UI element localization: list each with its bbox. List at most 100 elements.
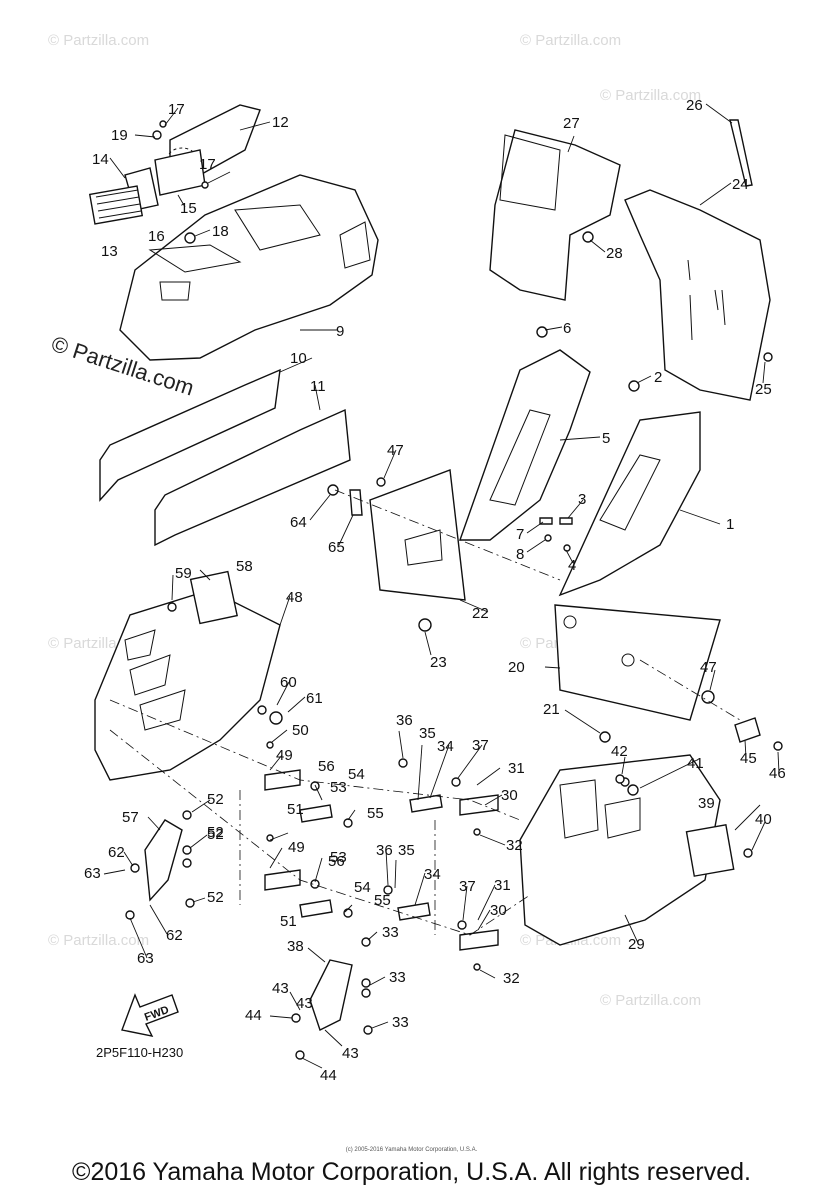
callout-number: 62 bbox=[108, 844, 125, 861]
right-guard bbox=[519, 754, 753, 946]
callout-number: 60 bbox=[280, 674, 297, 691]
callout-number: 37 bbox=[472, 737, 489, 754]
callout-number: 43 bbox=[296, 995, 313, 1012]
callout-number: 48 bbox=[286, 589, 303, 606]
callout-number: 39 bbox=[698, 795, 715, 812]
callout-number: 41 bbox=[687, 755, 704, 772]
callout-number: 34 bbox=[424, 866, 441, 883]
callout-number: 10 bbox=[290, 350, 307, 367]
callout-number: 27 bbox=[563, 115, 580, 132]
callout-number: 47 bbox=[700, 659, 717, 676]
callout-number: 9 bbox=[336, 323, 344, 340]
callout-number: 37 bbox=[459, 878, 476, 895]
callout-number: 33 bbox=[392, 1014, 409, 1031]
rear-panel-assembly bbox=[489, 119, 773, 401]
middle-guards bbox=[459, 326, 701, 597]
callout-number: 36 bbox=[376, 842, 393, 859]
callout-number: 43 bbox=[272, 980, 289, 997]
fwd-arrow: FWD bbox=[121, 993, 179, 1037]
watermark-text: © Partzilla.com bbox=[48, 932, 149, 949]
callout-number: 21 bbox=[543, 701, 560, 718]
callout-number: 2 bbox=[654, 369, 662, 386]
callout-number: 63 bbox=[137, 950, 154, 967]
callout-number: 61 bbox=[306, 690, 323, 707]
callout-number: 62 bbox=[166, 927, 183, 944]
callout-number: 12 bbox=[272, 114, 289, 131]
callout-number: 19 bbox=[111, 127, 128, 144]
center-plate bbox=[327, 469, 466, 632]
callout-number: 22 bbox=[472, 605, 489, 622]
callout-number: 31 bbox=[508, 760, 525, 777]
callout-number: 7 bbox=[516, 526, 524, 543]
callout-number: 52 bbox=[207, 826, 224, 843]
callout-number: 16 bbox=[148, 228, 165, 245]
callout-number: 40 bbox=[755, 811, 772, 828]
callout-number: 50 bbox=[292, 722, 309, 739]
callout-number: 24 bbox=[732, 176, 749, 193]
callout-number: 44 bbox=[320, 1067, 337, 1084]
callout-number: 6 bbox=[563, 320, 571, 337]
callout-number: 29 bbox=[628, 936, 645, 953]
copyright-footer: ©2016 Yamaha Motor Corporation, U.S.A. A… bbox=[72, 1158, 751, 1186]
callout-number: 17 bbox=[199, 156, 216, 173]
watermark-text: © Partzilla.com bbox=[600, 87, 701, 104]
callout-number: 43 bbox=[342, 1045, 359, 1062]
callout-number: 65 bbox=[328, 539, 345, 556]
assembly-lines bbox=[109, 489, 741, 936]
callout-number: 14 bbox=[92, 151, 109, 168]
callout-number: 52 bbox=[207, 791, 224, 808]
callout-number: 64 bbox=[290, 514, 307, 531]
callout-number: 5 bbox=[602, 430, 610, 447]
callout-number: 1 bbox=[726, 516, 734, 533]
callout-number: 30 bbox=[501, 787, 518, 804]
callout-number: 45 bbox=[740, 750, 757, 767]
watermark-text: © Partzilla.com bbox=[48, 32, 149, 49]
callout-number: 34 bbox=[437, 738, 454, 755]
callout-number: 35 bbox=[419, 725, 436, 742]
callout-labels: 1 2 3 4 5 6 7 8 9 10 11 12 13 14 15 16 1… bbox=[84, 97, 786, 1084]
callout-number: 58 bbox=[236, 558, 253, 575]
callout-number: 57 bbox=[122, 809, 139, 826]
callout-number: 44 bbox=[245, 1007, 262, 1024]
callout-number: 36 bbox=[396, 712, 413, 729]
callout-number: 28 bbox=[606, 245, 623, 262]
callout-number: 53 bbox=[330, 779, 347, 796]
callout-number: 30 bbox=[490, 902, 507, 919]
callout-number: 20 bbox=[508, 659, 525, 676]
callout-number: 31 bbox=[494, 877, 511, 894]
callout-number: 38 bbox=[287, 938, 304, 955]
callout-number: 56 bbox=[318, 758, 335, 775]
callout-number: 33 bbox=[389, 969, 406, 986]
callout-number: 42 bbox=[611, 743, 628, 760]
callout-number: 32 bbox=[503, 970, 520, 987]
callout-number: 15 bbox=[180, 200, 197, 217]
fine-print-credit: (c) 2005-2016 Yamaha Motor Corporation, … bbox=[345, 1147, 478, 1153]
callout-number: 56 bbox=[328, 853, 345, 870]
diagram-code: 2P5F110-H230 bbox=[96, 1045, 184, 1060]
callout-number: 25 bbox=[755, 381, 772, 398]
callout-number: 32 bbox=[506, 837, 523, 854]
callout-number: 33 bbox=[382, 924, 399, 941]
callout-number: 52 bbox=[207, 889, 224, 906]
right-plate bbox=[554, 604, 721, 743]
callout-number: 54 bbox=[348, 766, 365, 783]
lower-center-hardware bbox=[291, 717, 783, 1060]
left-guard bbox=[94, 570, 283, 781]
callout-number: 51 bbox=[280, 913, 297, 930]
watermark-text: © Partzilla.com bbox=[520, 32, 621, 49]
callout-number: 49 bbox=[288, 839, 305, 856]
callout-number: 13 bbox=[101, 243, 118, 260]
callout-number: 53 bbox=[330, 849, 347, 866]
callout-number: 23 bbox=[430, 654, 447, 671]
callout-number: 55 bbox=[367, 805, 384, 822]
callout-number: 49 bbox=[276, 747, 293, 764]
callout-number: 55 bbox=[374, 892, 391, 909]
callout-number: 4 bbox=[568, 557, 576, 574]
callout-number: 17 bbox=[168, 101, 185, 118]
front-cowl-assembly bbox=[88, 104, 379, 361]
callout-number: 54 bbox=[354, 879, 371, 896]
callout-number: 26 bbox=[686, 97, 703, 114]
callout-number: 3 bbox=[578, 491, 586, 508]
callout-number: 35 bbox=[398, 842, 415, 859]
